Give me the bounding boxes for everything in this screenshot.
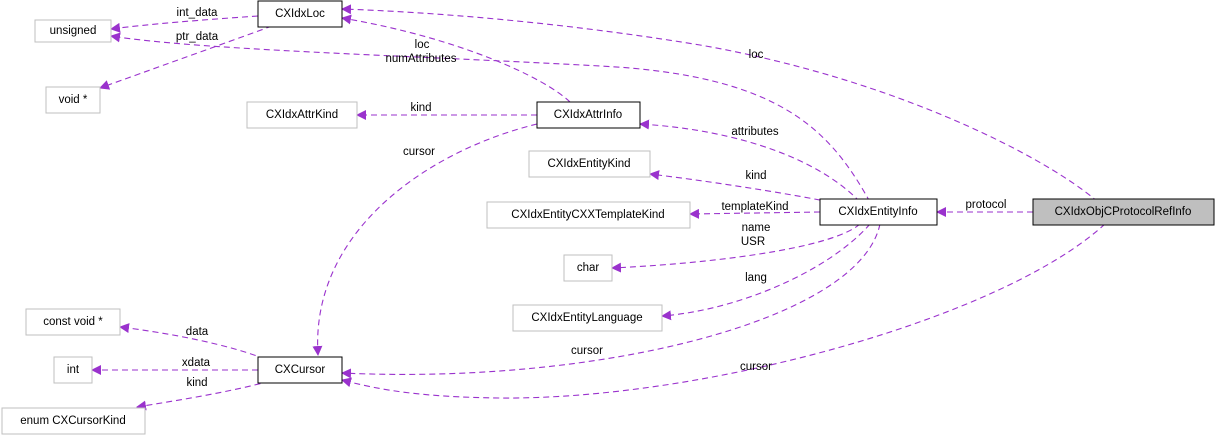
node-char[interactable]: char — [563, 254, 613, 282]
edge-label-loc-protocol: loc — [749, 49, 764, 61]
node-cxidxentityinfo[interactable]: CXIdxEntityInfo — [819, 198, 938, 226]
node-cxidxentityinfo-label: CXIdxEntityInfo — [838, 206, 917, 218]
edge-ptr-data — [99, 25, 273, 90]
edge-label-kind-attr: kind — [410, 102, 431, 114]
edge-cursor-entityinfo — [341, 223, 881, 379]
edge-loc-protocolref — [341, 4, 1099, 203]
node-cxcursor[interactable]: CXCursor — [257, 356, 343, 384]
node-cxidxattrkind[interactable]: CXIdxAttrKind — [246, 101, 358, 129]
edge-lang — [661, 223, 871, 321]
node-cxidxobjcprotocolrefinfo-label: CXIdxObjCProtocolRefInfo — [1055, 206, 1192, 218]
edge-num-attributes — [110, 32, 871, 203]
node-enum-cxcursorkind[interactable]: enum CXCursorKind — [1, 407, 146, 435]
node-cxidxattrkind-label: CXIdxAttrKind — [266, 109, 338, 121]
edge-label-num-attributes: numAttributes — [386, 53, 457, 65]
edge-label-kind-entity: kind — [745, 170, 766, 182]
edge-label-attributes: attributes — [731, 126, 779, 138]
edge-label-xdata: xdata — [182, 357, 211, 369]
node-cxidxattrinfo[interactable]: CXIdxAttrInfo — [536, 101, 641, 129]
node-cxidxentitylanguage-label: CXIdxEntityLanguage — [531, 312, 642, 324]
edge-name-usr — [611, 223, 861, 273]
node-cxidxentitylanguage[interactable]: CXIdxEntityLanguage — [512, 304, 663, 332]
edge-label-template-kind: templateKind — [721, 201, 788, 213]
edge-attributes — [639, 119, 861, 203]
edge-label-usr: USR — [741, 236, 765, 248]
node-int-label: int — [67, 364, 80, 376]
node-cxidxobjcprotocolrefinfo[interactable]: CXIdxObjCProtocolRefInfo — [1032, 198, 1215, 226]
node-int[interactable]: int — [53, 356, 93, 384]
edge-label-int-data: int_data — [177, 7, 219, 19]
edge-label-name: name — [742, 222, 771, 234]
edge-cursor-attrinfo — [312, 123, 538, 356]
node-unsigned-label: unsigned — [50, 25, 97, 37]
edge-label-cursor-attr: cursor — [403, 146, 435, 158]
edge-cursor-protocolref — [341, 223, 1106, 399]
edge-kind-cursorkind — [136, 380, 271, 411]
edge-int-data — [110, 15, 259, 33]
edge-kind-entitykind — [649, 170, 831, 203]
node-const-void-ptr[interactable]: const void * — [25, 308, 121, 336]
edge-label-kind-cursor: kind — [186, 377, 207, 389]
node-cxidxentitykind[interactable]: CXIdxEntityKind — [528, 150, 651, 178]
node-cxidxentitycxxtemplatekind-label: CXIdxEntityCXXTemplateKind — [511, 209, 664, 221]
edge-template-kind — [689, 208, 821, 219]
edge-label-lang: lang — [745, 272, 767, 284]
node-const-void-ptr-label: const void * — [43, 316, 103, 328]
edge-label-ptr-data: ptr_data — [176, 31, 219, 43]
node-void-ptr[interactable]: void * — [45, 86, 101, 114]
node-cxidxentitykind-label: CXIdxEntityKind — [547, 158, 630, 170]
edge-label-data: data — [186, 326, 209, 338]
node-char-label: char — [577, 262, 600, 274]
node-void-ptr-label: void * — [59, 94, 88, 106]
node-unsigned[interactable]: unsigned — [34, 19, 112, 43]
node-cxidxattrinfo-label: CXIdxAttrInfo — [554, 109, 622, 121]
edge-label-cursor-protocol: cursor — [740, 361, 772, 373]
node-cxidxentitycxxtemplatekind[interactable]: CXIdxEntityCXXTemplateKind — [486, 201, 691, 229]
node-enum-cxcursorkind-label: enum CXCursorKind — [20, 415, 125, 427]
node-cxidxloc-label: CXIdxLoc — [275, 8, 325, 20]
node-cxcursor-label: CXCursor — [275, 364, 326, 376]
node-cxidxloc[interactable]: CXIdxLoc — [257, 0, 343, 28]
edge-label-cursor-entity: cursor — [571, 345, 603, 357]
edge-label-loc-attr: loc — [415, 39, 430, 51]
edge-loc-attrinfo — [341, 14, 571, 103]
edge-label-protocol: protocol — [966, 199, 1007, 211]
edge-data — [119, 323, 266, 360]
